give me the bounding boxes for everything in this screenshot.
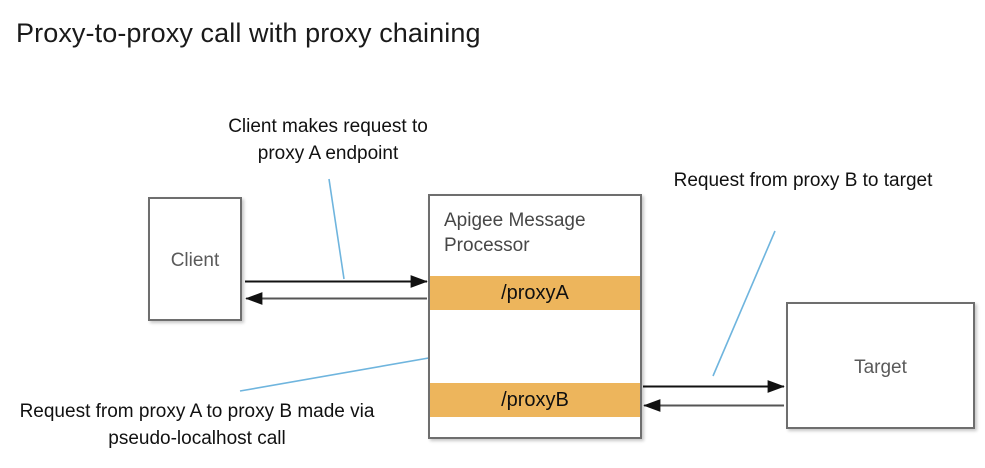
leader-line-target-annotation [712, 230, 776, 377]
annotation-chaining-call: Request from proxy A to proxy B made via… [19, 401, 375, 449]
node-client[interactable]: Client [148, 197, 242, 321]
proxy-a-band[interactable]: /proxyA [430, 276, 640, 310]
node-target[interactable]: Target [786, 302, 975, 429]
proxy-b-band[interactable]: /proxyB [430, 383, 640, 417]
page-title: Proxy-to-proxy call with proxy chaining [16, 18, 481, 48]
node-target-label: Target [854, 357, 907, 378]
annotation-client-request: Client makes request to proxy A endpoint [228, 116, 428, 164]
node-message-processor-label: Apigee Message Processor [444, 210, 586, 256]
annotation-target-request: Request from proxy B to target [673, 170, 933, 191]
node-client-label: Client [170, 250, 220, 271]
leader-line-client-annotation [328, 178, 345, 280]
node-message-processor[interactable]: Apigee Message Processor /proxyA /proxyB [428, 194, 642, 439]
